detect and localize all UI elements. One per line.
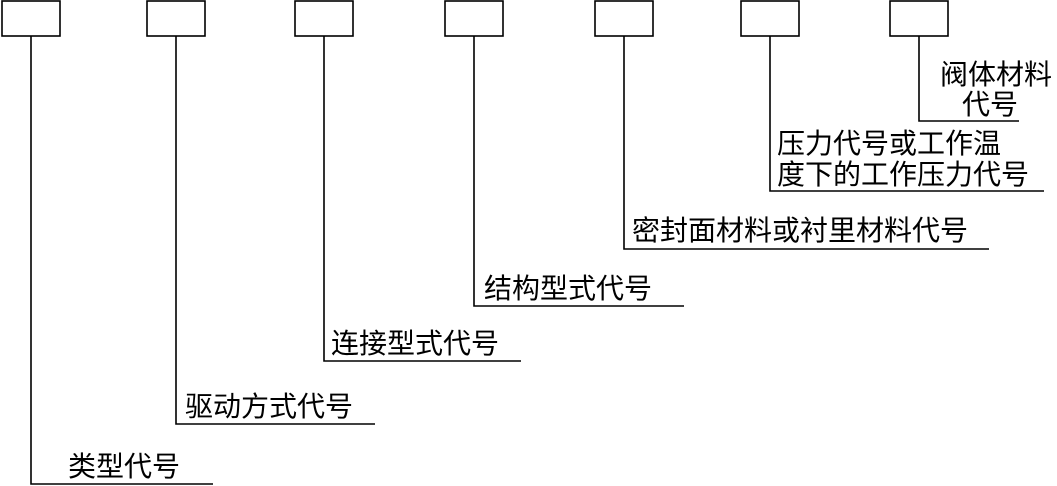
body-material-leader-line (918, 36, 1019, 122)
type-leader-line (30, 36, 213, 485)
body-material-code-label-line2: 代号 (962, 88, 1018, 121)
pressure-leader-line (769, 36, 1044, 192)
sealing-code-label: 密封面材料或衬里材料代号 (632, 214, 968, 247)
pressure-code-label-line1: 压力代号或工作温 (777, 127, 1001, 160)
body-material-code-label-line1: 阀体材料 (940, 58, 1052, 91)
drive-leader-line (175, 36, 375, 425)
drive-code-box (146, 0, 206, 37)
structure-code-box (444, 0, 504, 37)
type-code-label: 类型代号 (68, 450, 180, 483)
structure-code-label: 结构型式代号 (484, 272, 652, 305)
connection-leader-line (323, 36, 521, 362)
type-code-box (1, 0, 61, 37)
connection-code-label: 连接型式代号 (331, 327, 499, 360)
pressure-code-box (740, 0, 800, 37)
sealing-code-box (594, 0, 654, 37)
connection-code-box (294, 0, 354, 37)
body-material-code-box (889, 0, 949, 37)
structure-leader-line (473, 36, 684, 307)
pressure-code-label-line2: 度下的工作压力代号 (777, 158, 1029, 191)
sealing-leader-line (623, 36, 989, 250)
drive-code-label: 驱动方式代号 (185, 390, 353, 423)
